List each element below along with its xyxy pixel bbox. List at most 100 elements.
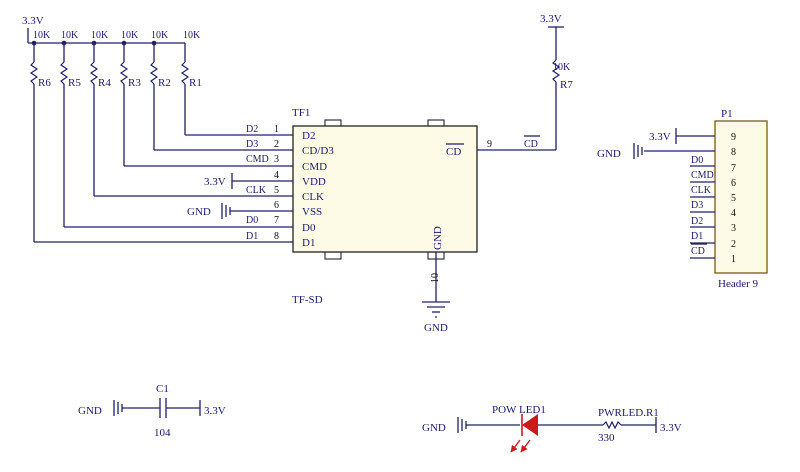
resistor-ref: R7 bbox=[560, 79, 573, 91]
net-label-cmd: CMD bbox=[246, 154, 269, 165]
header-net-label: D1 bbox=[691, 231, 703, 242]
header-pin-number: 4 bbox=[731, 208, 736, 219]
pin-number: 3 bbox=[274, 154, 279, 165]
tf-pin-name: D1 bbox=[302, 237, 315, 249]
c1-vcc-label: 3.3V bbox=[204, 405, 226, 417]
r7-vcc-label: 3.3V bbox=[540, 13, 562, 25]
tf-card-name: TF-SD bbox=[292, 294, 323, 306]
header-pin-number: 2 bbox=[731, 239, 736, 250]
header-net-label: CMD bbox=[691, 170, 714, 181]
led-emission-arrow bbox=[510, 439, 521, 453]
pin-number: 10 bbox=[430, 273, 441, 283]
pin-number: 4 bbox=[274, 170, 279, 181]
resistor-symbol bbox=[551, 59, 561, 83]
header-body bbox=[714, 120, 768, 274]
resistor-ref: R4 bbox=[98, 77, 111, 89]
tf-signal-wires: 3.3V GND D2 D3 CMD CLK D0 D1 1 2 3 4 5 6… bbox=[34, 124, 293, 243]
resistor-value: 10K bbox=[61, 30, 79, 41]
net-label-d2: D2 bbox=[246, 124, 258, 135]
header-name: Header 9 bbox=[718, 278, 759, 290]
net-label-clk: CLK bbox=[246, 185, 267, 196]
resistor-symbol bbox=[149, 61, 159, 85]
led-vcc-label: 3.3V bbox=[660, 422, 682, 434]
tf-pin-name: D0 bbox=[302, 222, 316, 234]
resistor-symbol bbox=[602, 420, 622, 430]
tf-pin-name: CLK bbox=[302, 191, 324, 203]
header-pin-number: 6 bbox=[731, 178, 736, 189]
resistor-symbol bbox=[89, 61, 99, 85]
vss-ground-symbol bbox=[221, 203, 231, 219]
pin-number: 8 bbox=[274, 231, 279, 242]
c1-value: 104 bbox=[154, 427, 171, 439]
net-label-d3: D3 bbox=[246, 139, 258, 150]
pin-number: 7 bbox=[274, 215, 279, 226]
c1-ref: C1 bbox=[156, 383, 169, 395]
resistor-r4: 10K R4 bbox=[89, 30, 111, 196]
led-emission-arrow bbox=[520, 439, 531, 453]
resistor-value: 10K bbox=[151, 30, 169, 41]
resistor-ref: R1 bbox=[189, 77, 202, 89]
resistor-symbol bbox=[180, 61, 190, 85]
pullup-vcc-label: 3.3V bbox=[22, 15, 44, 27]
resistor-symbol bbox=[29, 61, 39, 85]
led-gnd-label: GND bbox=[422, 422, 446, 434]
tf-pin-name: D2 bbox=[302, 130, 315, 142]
resistor-r6: 10K R6 bbox=[29, 30, 51, 242]
tf-card-component: TF1 TF-SD D2 CD/D3 CMD VDD CLK VSS D0 D1… bbox=[292, 107, 478, 306]
header-p1: P1 Header 9 9 8 7 6 5 4 3 2 1 3.3V GND D… bbox=[597, 108, 768, 290]
resistor-r1: 10K R1 bbox=[180, 30, 202, 135]
tf-pin-name: CMD bbox=[302, 161, 327, 173]
header-ground-symbol bbox=[633, 143, 643, 159]
resistor-ref: R2 bbox=[158, 77, 171, 89]
led-symbol bbox=[522, 414, 538, 436]
tf-card-body bbox=[292, 125, 478, 253]
gnd-label: GND bbox=[424, 322, 448, 334]
header-pin-number: 1 bbox=[731, 254, 736, 265]
header-net-label: D2 bbox=[691, 216, 703, 227]
led-ref: POW LED1 bbox=[492, 404, 546, 416]
ground-symbol bbox=[422, 301, 450, 318]
led-resistor-value: 330 bbox=[598, 432, 615, 444]
resistor-ref: R3 bbox=[128, 77, 141, 89]
resistor-symbol bbox=[59, 61, 69, 85]
led-ground-symbol bbox=[457, 417, 467, 433]
resistor-ref: R6 bbox=[38, 77, 51, 89]
pin-number: 2 bbox=[274, 139, 279, 150]
net-label-d0: D0 bbox=[246, 215, 258, 226]
header-pin-number: 9 bbox=[731, 132, 736, 143]
tf-pin-name: VSS bbox=[302, 206, 322, 218]
header-pin-number: 5 bbox=[731, 193, 736, 204]
resistor-value: 10K bbox=[91, 30, 109, 41]
resistor-r3: 10K R3 bbox=[119, 30, 141, 166]
power-led-circuit: GND 3.3V POW LED1 PWRLED.R1 330 bbox=[422, 404, 682, 453]
tf-mount-tab bbox=[324, 251, 342, 260]
tf-gnd-connection: 10 GND bbox=[422, 252, 450, 334]
pin-number: 1 bbox=[274, 124, 279, 135]
resistor-r5: 10K R5 bbox=[59, 30, 81, 227]
tf-pin-name: CD/D3 bbox=[302, 145, 334, 157]
header-net-label: CD bbox=[691, 246, 705, 257]
c1-gnd-label: GND bbox=[78, 405, 102, 417]
header-net-label: D3 bbox=[691, 200, 703, 211]
header-pin-number: 8 bbox=[731, 147, 736, 158]
header-pin-number: 3 bbox=[731, 223, 736, 234]
resistor-value: 10K bbox=[121, 30, 139, 41]
resistor-ref: R5 bbox=[68, 77, 81, 89]
tf-gnd-pin-name: GND bbox=[432, 226, 444, 250]
capacitor-c1: GND 3.3V C1 104 bbox=[78, 383, 226, 439]
header-gnd-label: GND bbox=[597, 148, 621, 160]
net-label-d1: D1 bbox=[246, 231, 258, 242]
pin-number: 5 bbox=[274, 185, 279, 196]
tf-pin-name: VDD bbox=[302, 176, 326, 188]
header-pin-number: 7 bbox=[731, 163, 736, 174]
vdd-rail-label: 3.3V bbox=[204, 176, 226, 188]
header-net-label: D0 bbox=[691, 155, 703, 166]
resistor-symbol bbox=[119, 61, 129, 85]
c1-ground-symbol bbox=[113, 400, 123, 416]
header-ref: P1 bbox=[721, 108, 733, 120]
pin-number: 6 bbox=[274, 200, 279, 211]
tf-cd-pin-name: CD bbox=[446, 146, 461, 158]
resistor-value: 10K bbox=[553, 62, 571, 73]
header-net-label: CLK bbox=[691, 185, 712, 196]
